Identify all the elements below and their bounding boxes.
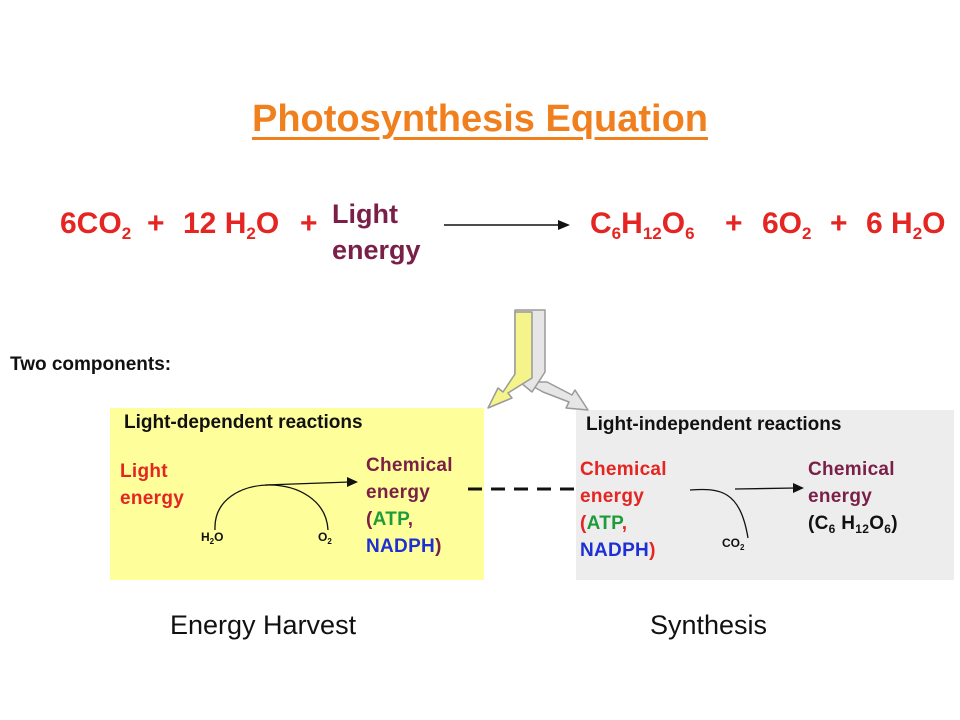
- glucose-output: Chemical energy (C6 H12O6): [808, 459, 898, 536]
- light-energy-label: Light energy: [332, 199, 421, 265]
- chemical-energy-input: Chemical energy (ATP, NADPH): [580, 459, 667, 561]
- product-glucose: C6H12O6: [590, 207, 695, 243]
- reactant-water: 12 H2O: [183, 207, 280, 243]
- water-split-arc: [214, 484, 329, 531]
- two-components-label: Two components:: [10, 354, 172, 375]
- co2-fixation-arc: [689, 488, 749, 539]
- energy-harvest-caption: Energy Harvest: [170, 610, 357, 640]
- light-independent-box: [576, 410, 954, 580]
- light-energy-input: Light energy: [120, 461, 185, 509]
- reactant-co2: 6CO2: [60, 207, 132, 243]
- reaction-arrowhead: [558, 220, 570, 230]
- light-dependent-arrow: [264, 481, 351, 486]
- plus-sign: +: [725, 207, 743, 240]
- synthesis-caption: Synthesis: [650, 610, 768, 640]
- plus-sign: +: [830, 207, 848, 240]
- fork-arrow-left-branch: [487, 311, 533, 409]
- light-dependent-arrowhead: [347, 477, 358, 487]
- light-independent-title: Light-independent reactions: [586, 414, 842, 435]
- co2-label: CO2: [722, 536, 745, 552]
- light-dependent-title: Light-dependent reactions: [124, 412, 363, 433]
- light-independent-arrowhead: [793, 483, 804, 493]
- plus-sign: +: [147, 207, 165, 240]
- oxygen-label: O2: [318, 530, 332, 546]
- product-oxygen: 6O2: [762, 207, 812, 243]
- fork-arrow-right-branch: [524, 381, 589, 411]
- page-title: Photosynthesis Equation: [251, 98, 709, 140]
- water-label: H2O: [201, 530, 224, 546]
- product-water: 6 H2O: [866, 207, 946, 243]
- light-dependent-box: [110, 408, 484, 580]
- light-independent-arrow: [734, 487, 797, 490]
- plus-sign: +: [300, 207, 318, 240]
- chemical-energy-output: Chemical energy (ATP, NADPH): [366, 455, 453, 557]
